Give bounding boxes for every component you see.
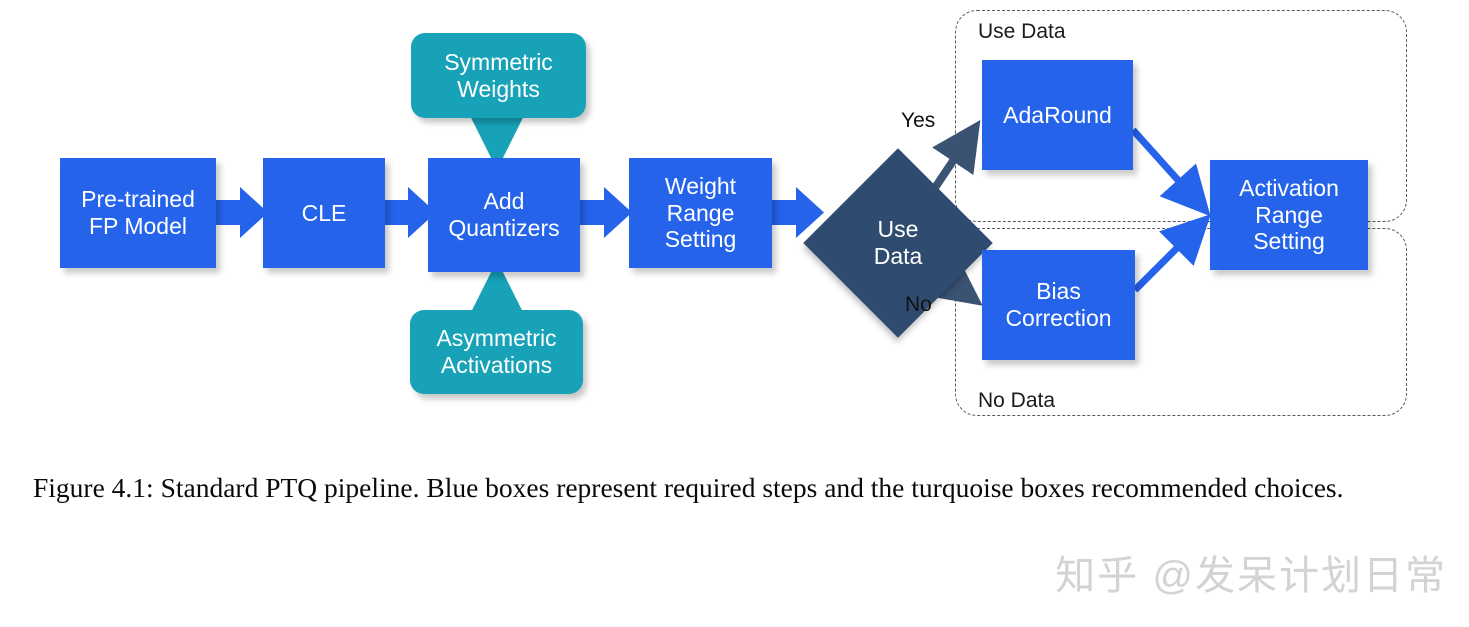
node-asymmetric-activations[interactable]: Asymmetric Activations bbox=[410, 310, 583, 394]
watermark: 知乎 @发呆计划日常 bbox=[1055, 554, 1447, 598]
arrow-fpmodel-to-cle bbox=[216, 187, 268, 238]
edge-label-yes: Yes bbox=[901, 109, 936, 132]
node-symmetric-weights[interactable]: Symmetric Weights bbox=[411, 33, 586, 118]
arrow-addquantizers-to-weightrange bbox=[580, 187, 632, 238]
node-add-quantizers[interactable]: Add Quantizers bbox=[428, 158, 580, 272]
node-weight-range-setting[interactable]: Weight Range Setting bbox=[629, 158, 772, 268]
node-pretrained-fp-model[interactable]: Pre-trained FP Model bbox=[60, 158, 216, 268]
node-bias-correction[interactable]: Bias Correction bbox=[982, 250, 1135, 360]
node-activation-range-setting[interactable]: Activation Range Setting bbox=[1210, 160, 1368, 270]
node-adaround[interactable]: AdaRound bbox=[982, 60, 1133, 170]
group-no-data-label: No Data bbox=[978, 389, 1056, 412]
group-use-data-label: Use Data bbox=[978, 20, 1066, 43]
edge-label-no: No bbox=[905, 293, 932, 316]
node-use-data-decision-label: Use Data bbox=[873, 216, 923, 269]
node-cle[interactable]: CLE bbox=[263, 158, 385, 268]
figure-caption: Figure 4.1: Standard PTQ pipeline. Blue … bbox=[33, 472, 1344, 503]
ptq-pipeline-diagram: Use Data No Data bbox=[60, 10, 1407, 416]
node-use-data-decision[interactable]: Use Data bbox=[803, 148, 993, 338]
